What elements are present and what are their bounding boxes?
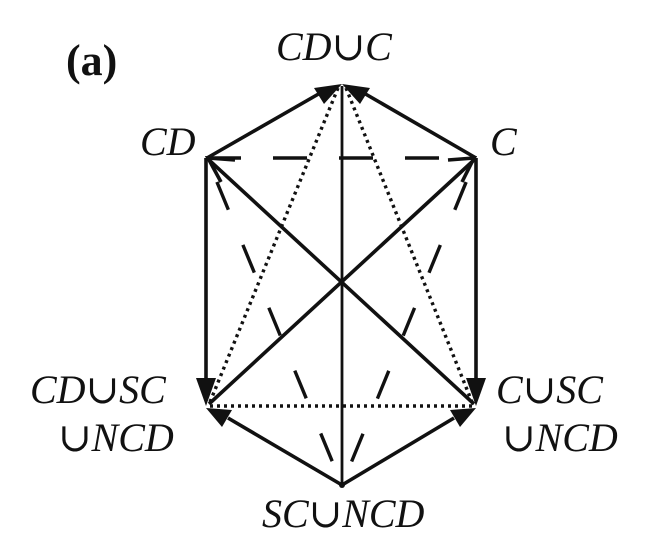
edge-top-cdsc-dotted <box>208 87 340 403</box>
node-label-cd-union-c: CD∪C <box>276 24 393 69</box>
node-label-c-sc-line1: C∪SC <box>496 367 604 412</box>
arrowhead-cd-to-top <box>314 84 342 104</box>
edge-c-top <box>361 90 477 160</box>
arrowhead-cd-to-cdsc <box>196 378 216 406</box>
node-label-cd-sc-line1: CD∪SC <box>30 367 167 412</box>
node-label-c-sc-line2: ∪NCD <box>502 415 618 460</box>
node-label-c: C <box>490 119 518 164</box>
panel-label: (a) <box>66 36 117 85</box>
node-label-cd-sc-line2: ∪NCD <box>58 415 174 460</box>
arrowhead-bottom-to-cdsc <box>206 408 232 427</box>
vertex-bottom <box>339 482 345 488</box>
edge-top-csc-dotted <box>344 87 474 403</box>
node-label-sc-union-ncd: SC∪NCD <box>262 491 425 536</box>
node-label-cd: CD <box>140 119 196 164</box>
open-arrowhead-at-cd <box>204 155 236 183</box>
arrowhead-c-to-csc <box>466 378 486 406</box>
arrowhead-c-to-top <box>342 84 370 104</box>
edge-cd-top <box>206 90 323 160</box>
edge-bottom-cdsc <box>227 416 343 487</box>
edge-cd-bottom-dashed <box>205 157 344 486</box>
arrowhead-bottom-to-csc <box>450 408 476 427</box>
edge-bottom-csc <box>341 416 455 487</box>
vertex-center <box>339 280 345 286</box>
open-arrowhead-at-c <box>447 155 478 183</box>
edge-c-bottom-dashed <box>340 157 478 486</box>
